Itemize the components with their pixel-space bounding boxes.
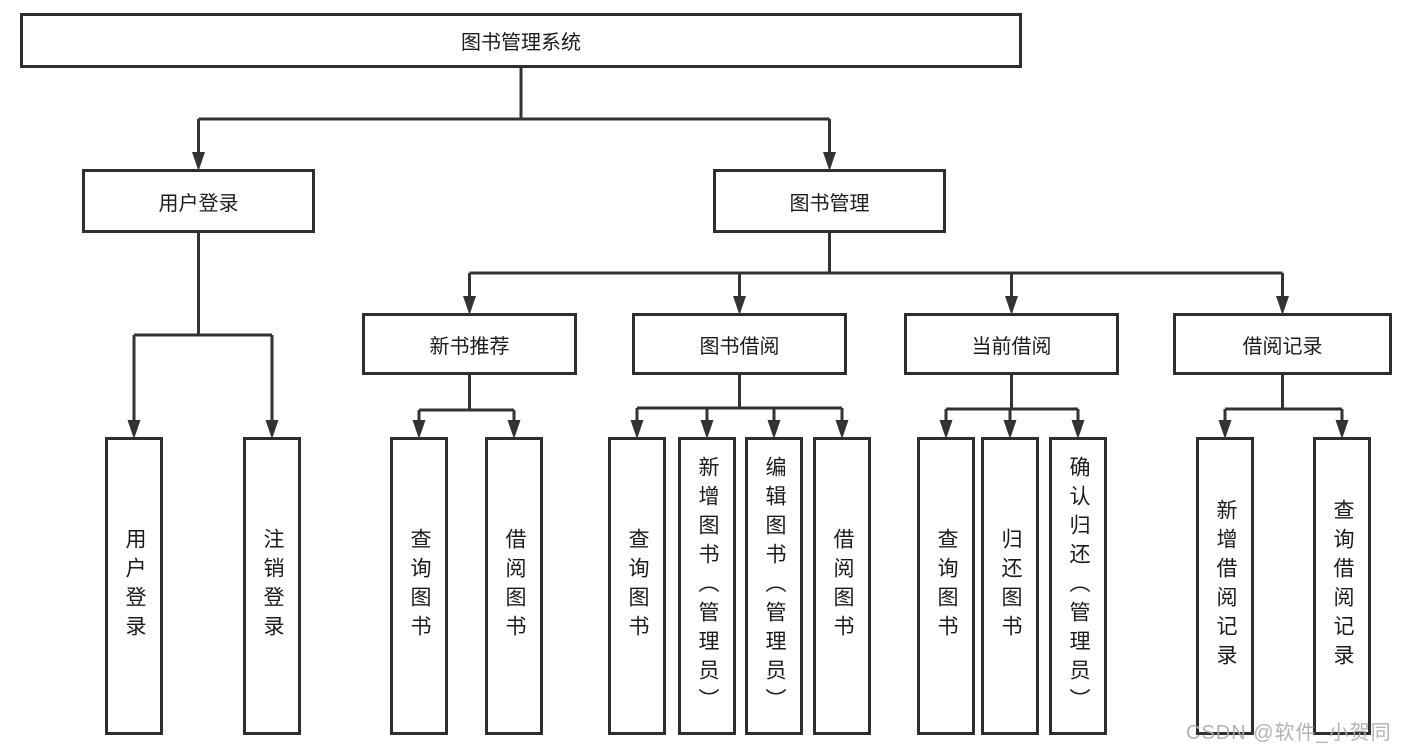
node-new-book-recommendation: 新书推荐 <box>362 313 577 375</box>
node-current-borrowing: 当前借阅 <box>904 313 1119 375</box>
node-add-borrow-record: 新增借阅记录 <box>1196 437 1254 735</box>
node-edit-books-admin: 编辑图书（管理员） <box>745 437 803 735</box>
node-book-borrowing: 图书借阅 <box>632 313 847 375</box>
node-search-books-borrowing: 查询图书 <box>608 437 666 735</box>
node-logout-leaf: 注销登录 <box>243 437 301 735</box>
node-search-books-recommendation: 查询图书 <box>390 437 448 735</box>
node-borrow-books-borrowing: 借阅图书 <box>813 437 871 735</box>
node-book-management: 图书管理 <box>713 169 946 233</box>
node-borrowing-records: 借阅记录 <box>1173 313 1392 375</box>
node-add-books-admin: 新增图书（管理员） <box>678 437 736 735</box>
node-return-books: 归还图书 <box>981 437 1039 735</box>
node-search-borrow-record: 查询借阅记录 <box>1313 437 1371 735</box>
node-search-books-current: 查询图书 <box>917 437 975 735</box>
node-library-management-system: 图书管理系统 <box>20 13 1022 68</box>
csdn-watermark: CSDN @软件_小贺同学 <box>1186 722 1392 744</box>
node-user-login: 用户登录 <box>82 169 315 233</box>
node-borrow-books-recommendation: 借阅图书 <box>485 437 543 735</box>
node-confirm-return-admin: 确认归还（管理员） <box>1049 437 1107 735</box>
node-user-login-leaf: 用户登录 <box>105 437 163 735</box>
